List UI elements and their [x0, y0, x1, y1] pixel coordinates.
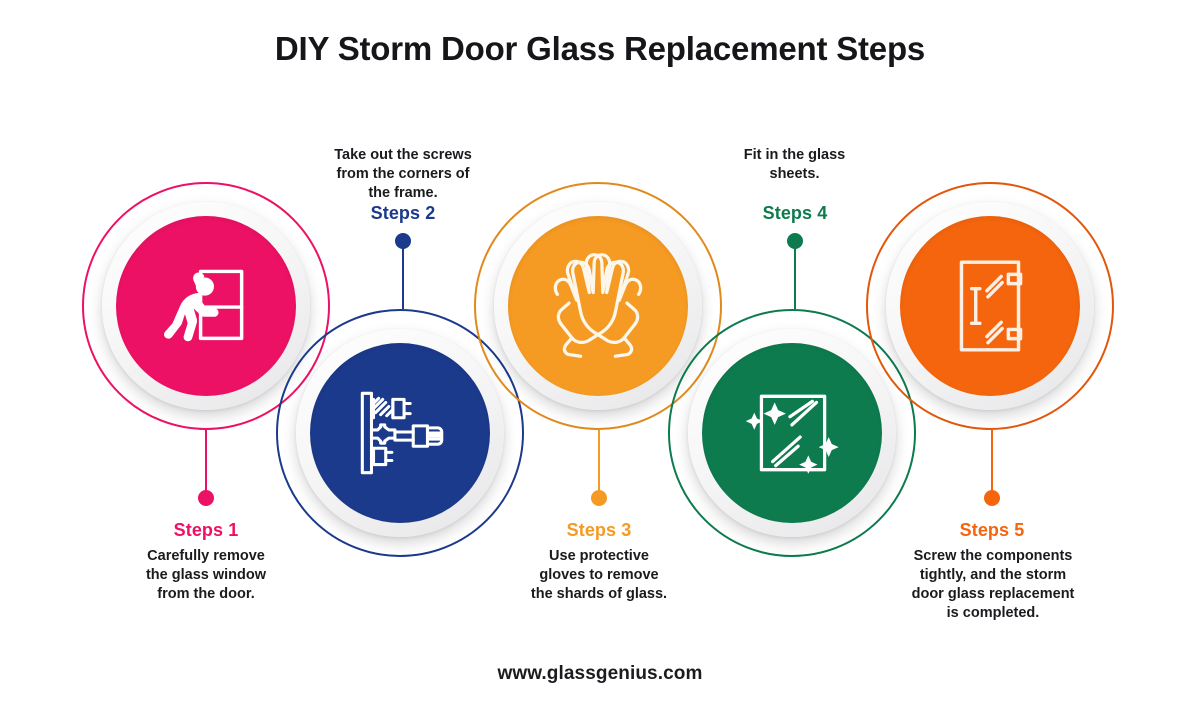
step-3-disc[interactable] [508, 216, 688, 396]
step-2-outer-ring [276, 309, 524, 557]
step-3-caption: Use protective gloves to remove the shar… [530, 548, 668, 602]
screwdriver-and-screws-icon [344, 377, 456, 489]
step-3-connector-dot [591, 490, 607, 506]
step-2-connector-line [402, 245, 404, 309]
protective-gloves-icon [540, 251, 656, 361]
step-4-connector-line [794, 245, 796, 309]
step-1-caption: Carefully remove the glass window from t… [145, 548, 267, 602]
step-4-label: Steps 4 [762, 203, 828, 223]
step-1-outer-ring [82, 182, 330, 430]
step-5-connector-line [991, 430, 993, 494]
step-4-caption: Fit in the glass sheets. [743, 147, 846, 182]
step-2-connector-dot [395, 233, 411, 249]
step-4-outer-ring [668, 309, 916, 557]
footer-website-url[interactable]: www.glassgenius.com [497, 663, 703, 684]
step-5-connector-dot [984, 490, 1000, 506]
step-3-label: Steps 3 [566, 520, 632, 540]
step-5-outer-ring [866, 182, 1114, 430]
finished-glass-door-icon [938, 252, 1042, 360]
step-3-outer-ring [474, 182, 722, 430]
step-1-disc[interactable] [116, 216, 296, 396]
step-1-label: Steps 1 [173, 520, 239, 540]
person-removing-door-panel-icon [152, 252, 260, 360]
step-3-connector-line [598, 430, 600, 494]
step-4-disc[interactable] [702, 343, 882, 523]
step-4-connector-dot [787, 233, 803, 249]
step-2-caption: Take out the screws from the corners of … [334, 147, 472, 201]
step-5-disc[interactable] [900, 216, 1080, 396]
sparkling-glass-sheet-icon [739, 380, 845, 486]
step-1-connector-dot [198, 490, 214, 506]
step-5-caption: Screw the components tightly, and the st… [911, 548, 1075, 621]
step-2-label: Steps 2 [370, 203, 436, 223]
page-title: DIY Storm Door Glass Replacement Steps [274, 30, 926, 67]
step-2-disc[interactable] [310, 343, 490, 523]
step-1-connector-line [205, 430, 207, 494]
step-5-label: Steps 5 [959, 520, 1025, 540]
